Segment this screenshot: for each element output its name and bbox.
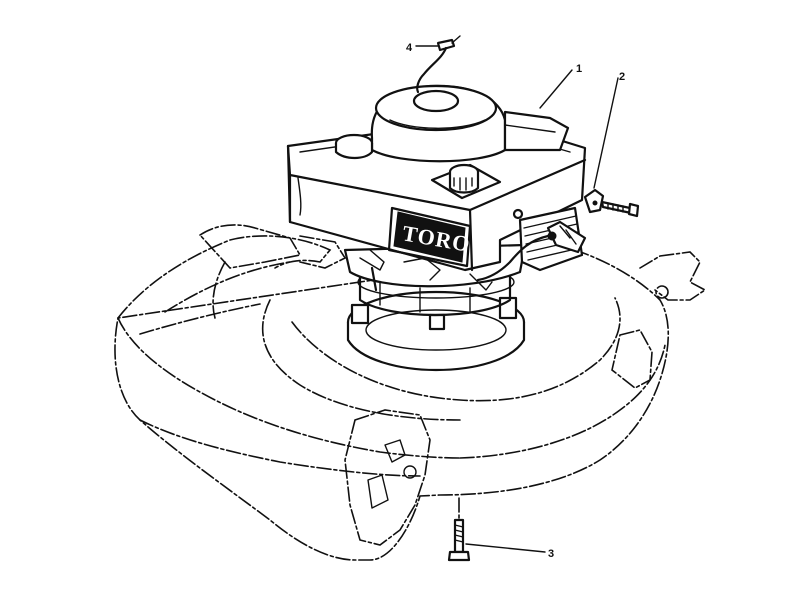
callout-3: 3 — [548, 548, 554, 560]
part-2-clip-and-screw — [583, 188, 640, 218]
callout-2: 2 — [619, 71, 625, 83]
part-3-bolt — [447, 497, 471, 562]
callout-1: 1 — [576, 63, 582, 75]
part-4-wire-connector — [416, 35, 461, 94]
callout-4: 4 — [406, 42, 413, 54]
callout-leaders — [415, 45, 619, 553]
engine-assembly: TORO — [286, 84, 587, 372]
mower-deck — [114, 224, 707, 561]
